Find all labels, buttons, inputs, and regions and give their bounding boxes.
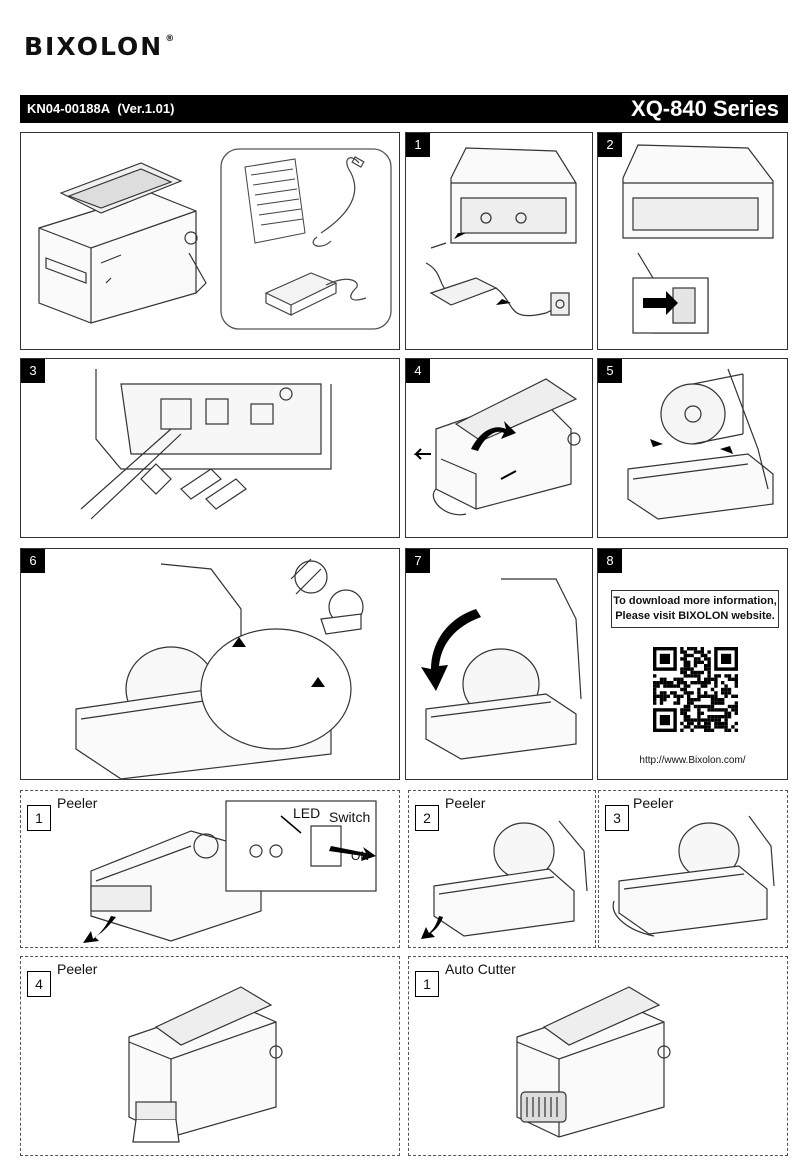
led-label: LED — [293, 805, 321, 821]
peeler-label: Peeler — [57, 795, 98, 811]
package-contents-illustration — [38, 148, 392, 330]
peeler-close-illustration — [612, 815, 775, 937]
step-2-panel: 2 — [597, 132, 788, 350]
option-step-number: 3 — [605, 805, 629, 831]
peeler-printer-illustration — [128, 986, 283, 1143]
step-number: 5 — [598, 359, 622, 383]
auto-cutter-label: Auto Cutter — [445, 961, 516, 977]
peeler-step-1-panel: 1 Peeler LED Switch ON — [20, 790, 400, 948]
switch-label: Switch — [329, 809, 371, 825]
auto-cutter-panel: 1 Auto Cutter — [408, 956, 788, 1156]
registered-mark: ® — [165, 34, 175, 44]
option-step-number: 2 — [415, 805, 439, 831]
download-info-line1: To download more information, — [613, 595, 777, 607]
open-cover-illustration — [413, 378, 581, 516]
interface-ports-illustration — [80, 369, 332, 520]
logo-text: BIXOLON — [24, 32, 164, 61]
doc-id: KN04-00188A (Ver.1.01) — [27, 101, 174, 116]
peeler-label: Peeler — [57, 961, 98, 977]
qr-code-icon — [653, 647, 738, 732]
package-contents-panel — [20, 132, 400, 350]
doc-code: KN04-00188A — [27, 101, 111, 116]
bixolon-logo: BIXOLON® — [24, 32, 175, 61]
connect-power-illustration — [425, 147, 577, 317]
download-info-line2: Please visit BIXOLON website. — [615, 610, 775, 622]
website-url[interactable]: http://www.Bixolon.com/ — [639, 755, 746, 766]
download-info-box: To download more information, Please vis… — [611, 590, 779, 628]
peeler-step-4-panel: 4 Peeler — [20, 956, 400, 1156]
peeler-label: Peeler — [633, 795, 674, 811]
peeler-label: Peeler — [445, 795, 486, 811]
peeler-step-3-panel: 3 Peeler — [598, 790, 788, 948]
option-step-number: 4 — [27, 971, 51, 997]
step-6-panel: 6 — [20, 548, 400, 780]
step-3-panel: 3 — [20, 358, 400, 538]
step-number: 4 — [406, 359, 430, 383]
load-roll-illustration — [627, 368, 774, 520]
on-label: ON — [351, 849, 369, 863]
printer-icon — [38, 162, 207, 324]
auto-cutter-printer-illustration — [516, 986, 671, 1138]
step-number: 6 — [21, 549, 45, 573]
power-switch-illustration — [622, 144, 774, 334]
step-number: 8 — [598, 549, 622, 573]
peeler-step-2-panel: 2 Peeler — [408, 790, 596, 948]
header-bar: KN04-00188A (Ver.1.01) XQ-840 Series — [20, 95, 788, 123]
option-step-number: 1 — [415, 971, 439, 997]
step-5-panel: 5 — [597, 358, 788, 538]
usb-cable-icon — [312, 156, 365, 247]
power-adapter-icon — [264, 272, 367, 316]
step-number: 7 — [406, 549, 430, 573]
step-8-panel: 8 To download more information, Please v… — [597, 548, 788, 780]
step-7-panel: 7 — [405, 548, 593, 780]
series-title: XQ-840 Series — [631, 96, 779, 121]
step-number: 1 — [406, 133, 430, 157]
option-step-number: 1 — [27, 805, 51, 831]
peeler-setup-illustration — [83, 800, 377, 943]
step-4-panel: 4 — [405, 358, 593, 538]
doc-version: (Ver.1.01) — [117, 101, 175, 116]
step-number: 3 — [21, 359, 45, 383]
quick-guide-icon — [244, 158, 306, 244]
step-1-panel: 1 — [405, 132, 593, 350]
close-cover-illustration — [421, 578, 582, 760]
label-path-illustration — [75, 558, 364, 779]
step-number: 2 — [598, 133, 622, 157]
peeler-pull-illustration — [421, 820, 588, 939]
